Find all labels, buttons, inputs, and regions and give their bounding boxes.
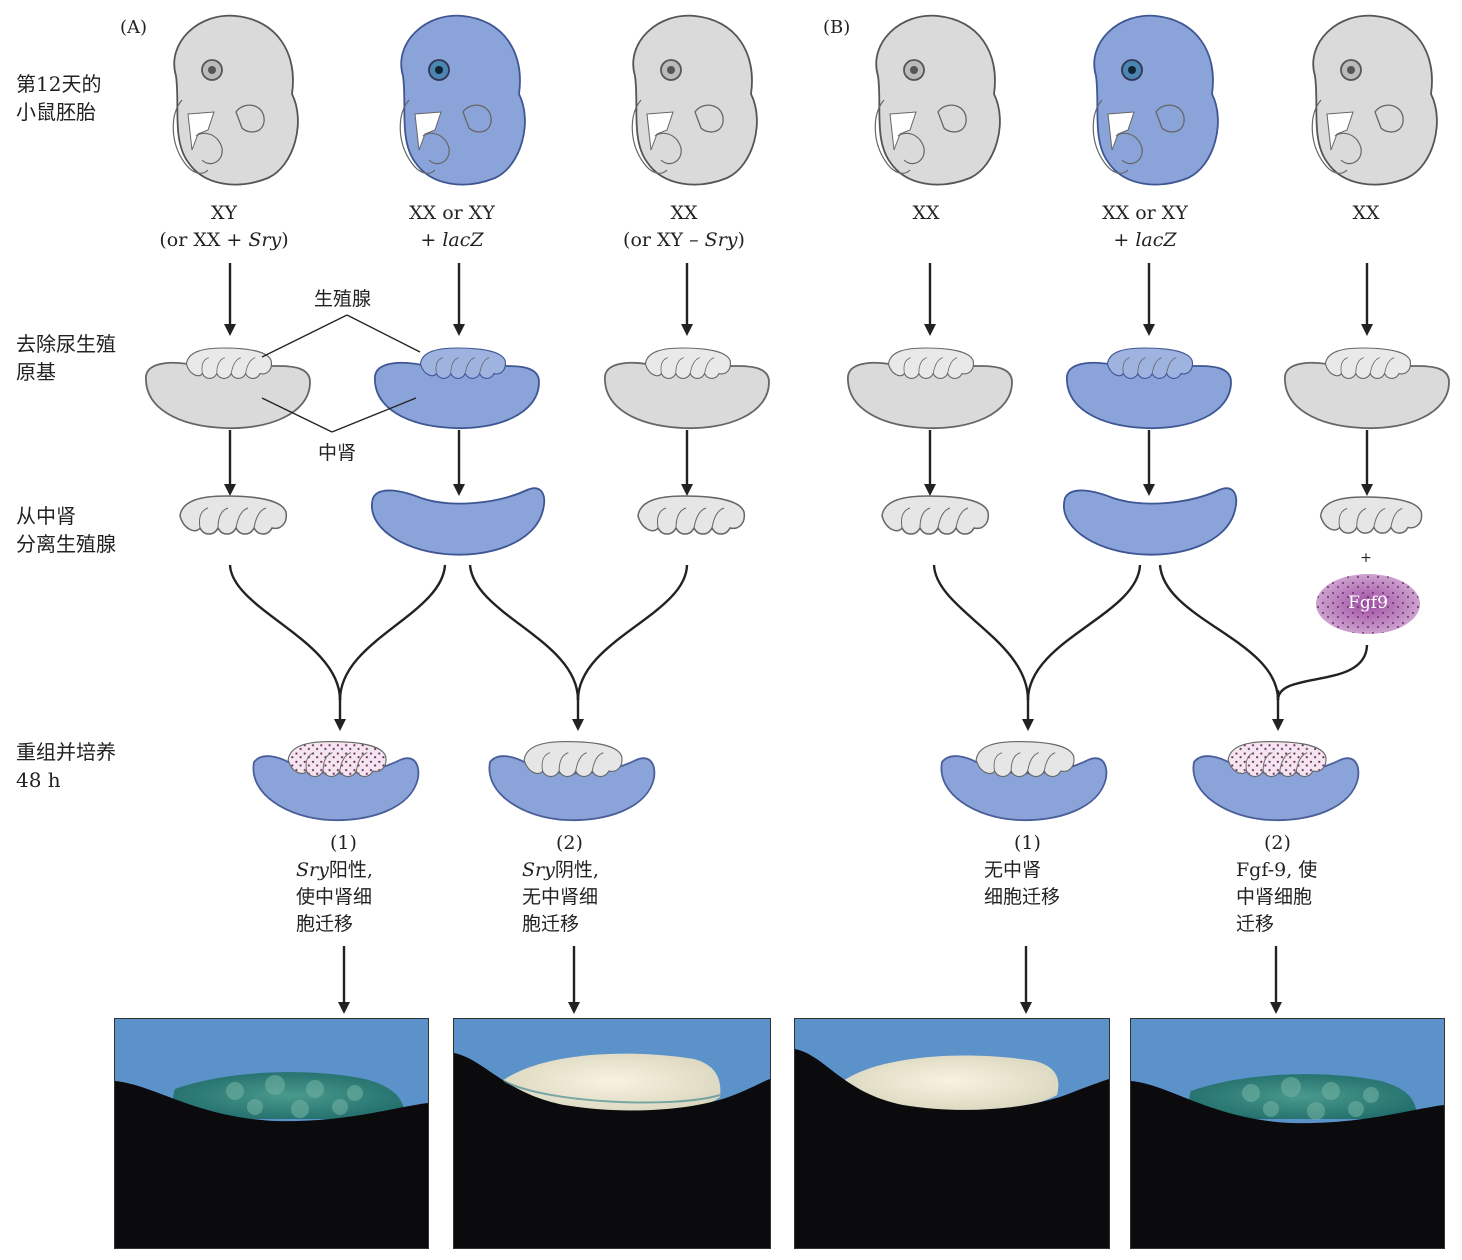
embryo-b3 [1311,14,1438,186]
urogenital-a1 [145,347,311,430]
result-a1: (1) Sry阳性, 使中肾细 胞迁移 [296,832,373,935]
converging-arrows [228,564,1369,731]
row-label-separate: 从中肾分离生殖腺 [16,504,116,556]
row-label-remove: 去除尿生殖原基 [16,332,116,384]
photo-b2-fgf9-migration [1130,1018,1445,1249]
result-a2: (2) Sry阴性, 无中肾细 胞迁移 [522,832,599,935]
label-gonad: 生殖腺 [314,288,372,310]
recombinant-b2 [1192,741,1360,822]
result-b1: (1) 无中肾 细胞迁移 [984,832,1061,908]
photo-a1-sry-positive [114,1018,429,1249]
genotype-a1: XY (or XX + Sry) [159,202,289,251]
panel-label-a: (A) [120,17,148,38]
fgf9-bead [1316,574,1420,634]
embryo-b1 [874,14,1001,186]
arrows-row2 [224,430,1373,496]
arrows-row1 [224,263,1373,336]
urogenital-b2 [1066,347,1232,430]
gonad-a1 [179,495,288,535]
urogenital-b3 [1284,347,1450,430]
genotype-a2: XX or XY + lacZ [409,202,495,251]
photo-a2-sry-negative [453,1018,771,1249]
label-fgf9: Fgf9 [1348,593,1388,613]
result-b2: (2) Fgf-9, 使 中肾细胞 迁移 [1236,832,1318,935]
genotype-a3: XX (or XY – Sry) [623,202,745,251]
recombinant-b1 [940,741,1108,822]
gonad-b1 [881,495,990,535]
row-label-embryo: 第12天的小鼠胚胎 [16,72,102,124]
urogenital-a3 [604,347,770,430]
photo-b1-no-migration [794,1018,1110,1249]
label-mesonephros: 中肾 [318,442,357,464]
recombinant-a1 [252,741,420,822]
urogenital-a2 [374,347,540,430]
gonad-b3 [1319,496,1423,534]
arrows-to-photos [338,946,1282,1014]
recombinant-a2 [488,741,656,822]
embryo-a1 [172,14,299,186]
gonad-a3 [637,495,746,535]
mesonephros-a2 [370,487,546,556]
embryo-a3 [631,14,758,186]
embryo-a2 [399,14,526,186]
urogenital-b1 [847,347,1013,430]
genotype-b3: XX [1352,202,1380,224]
plus-sign: + [1360,550,1372,566]
panel-label-b: (B) [823,17,851,38]
annotation-lines [261,314,421,433]
mesonephros-b2 [1062,487,1238,556]
genotype-b2: XX or XY + lacZ [1102,202,1188,251]
genotype-b1: XX [912,202,940,224]
embryo-b2 [1092,14,1219,186]
